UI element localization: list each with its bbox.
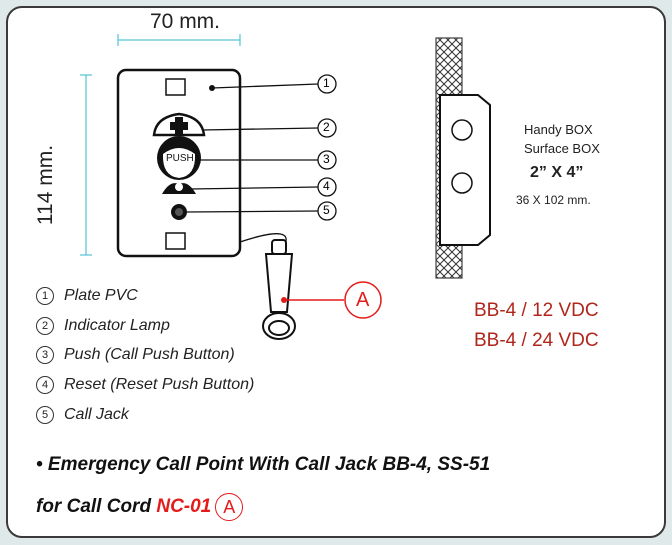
- screw-slot-top: [165, 78, 186, 96]
- push-button-icon: [157, 136, 201, 180]
- reset-button-icon: [162, 183, 196, 194]
- model-label-12vdc: BB-4 / 12 VDC: [474, 300, 599, 321]
- callout-2-label: 2: [323, 120, 330, 134]
- callout-a-label: A: [356, 289, 370, 311]
- box-type-label-2: Surface BOX: [524, 141, 600, 156]
- callout-circles: [317, 74, 337, 221]
- height-dimension-label: 114 mm.: [34, 144, 57, 226]
- screw-slot-bottom: [165, 232, 186, 250]
- callout-4-label: 4: [323, 179, 330, 193]
- legend-text: Push (Call Push Button): [64, 346, 235, 364]
- push-label: PUSH: [166, 153, 194, 164]
- callout-a-circle: [344, 281, 382, 319]
- diagram-card: [6, 6, 666, 538]
- legend-item: 2 Indicator Lamp: [36, 317, 170, 335]
- legend-text: Plate PVC: [64, 287, 138, 305]
- legend-number: 5: [36, 406, 54, 424]
- legend-text: Call Jack: [64, 406, 129, 424]
- legend-text: Reset (Reset Push Button): [64, 376, 255, 394]
- legend-number: 1: [36, 287, 54, 305]
- call-jack-icon: [171, 204, 187, 220]
- caption-prefix: for Call Cord: [36, 496, 157, 518]
- legend-number: 3: [36, 346, 54, 364]
- legend-item: 3 Push (Call Push Button): [36, 346, 235, 364]
- caption-code: NC-01: [156, 496, 212, 518]
- legend-item: 1 Plate PVC: [36, 287, 138, 305]
- caption-callout-a: A: [215, 493, 244, 521]
- width-dimension-line: [117, 34, 241, 46]
- height-dimension-line: [80, 74, 92, 256]
- side-view-box: [435, 37, 491, 279]
- legend-number: 4: [36, 376, 54, 394]
- legend-item: 5 Call Jack: [36, 406, 129, 424]
- callout-3-label: 3: [323, 152, 330, 166]
- legend-text: Indicator Lamp: [64, 317, 170, 335]
- callout-a-dot: [281, 297, 287, 303]
- legend-number: 2: [36, 317, 54, 335]
- model-label-24vdc: BB-4 / 24 VDC: [474, 330, 599, 351]
- callout-5-label: 5: [323, 203, 330, 217]
- box-type-label-1: Handy BOX: [524, 122, 593, 137]
- callout-1-label: 1: [323, 76, 330, 90]
- indicator-lamp-icon: [152, 112, 206, 137]
- box-mm-label: 36 X 102 mm.: [516, 193, 591, 207]
- box-size-label: 2” X 4”: [530, 164, 584, 181]
- width-dimension-label: 70 mm.: [150, 10, 221, 33]
- callout-leader-lines: [186, 83, 319, 213]
- legend-item: 4 Reset (Reset Push Button): [36, 376, 254, 394]
- call-plug-icon: [262, 239, 296, 340]
- caption-line-1: • Emergency Call Point With Call Jack BB…: [36, 454, 491, 475]
